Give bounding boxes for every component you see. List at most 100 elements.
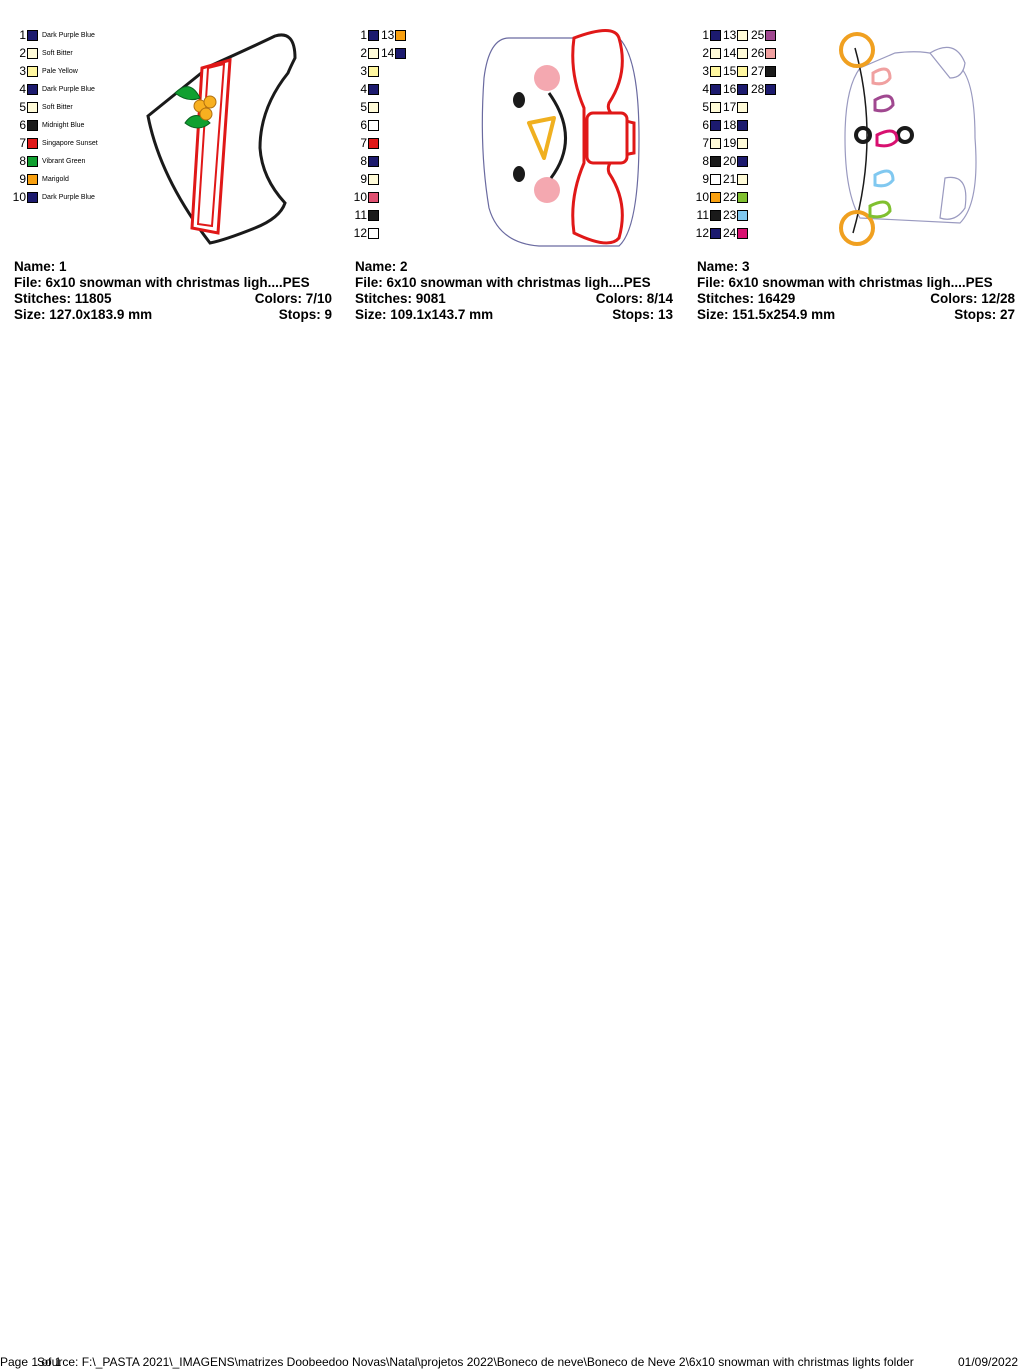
color-name: Dark Purple Blue	[42, 31, 95, 39]
color-swatch	[737, 83, 749, 95]
design-stitches: Stitches: 9081	[355, 291, 446, 306]
color-number: 19	[723, 136, 737, 150]
footer-source: Source: F:\_PASTA 2021\_IMAGENS\matrizes…	[37, 1355, 914, 1369]
color-legend-row: 2	[341, 44, 379, 62]
color-swatch	[737, 209, 749, 221]
color-number: 7	[360, 136, 367, 150]
color-swatch	[27, 47, 38, 59]
color-legend-row: 12	[341, 224, 379, 242]
color-number: 2	[19, 46, 26, 60]
color-number: 10	[695, 190, 709, 204]
color-legend-row: 4	[683, 80, 721, 98]
color-swatch	[710, 137, 721, 149]
color-swatch	[765, 29, 777, 41]
color-legend-row: 18	[723, 116, 749, 134]
color-legend-row: 9	[341, 170, 379, 188]
color-legend-row: 11	[341, 206, 379, 224]
design-info-1: Name: 1 File: 6x10 snowman with christma…	[14, 259, 332, 323]
color-swatch	[710, 209, 721, 221]
color-legend-row: 8	[683, 152, 721, 170]
color-legend-row: 11	[683, 206, 721, 224]
color-legend-row: 17	[723, 98, 749, 116]
color-number: 9	[360, 172, 367, 186]
color-number: 16	[723, 82, 737, 96]
color-number: 1	[702, 28, 709, 42]
color-swatch	[737, 227, 749, 239]
design-size: Size: 127.0x183.9 mm	[14, 307, 153, 322]
design-file: File: 6x10 snowman with christmas ligh..…	[14, 275, 310, 290]
color-legend-row: 20	[723, 152, 749, 170]
design-stops: Stops: 27	[954, 307, 1015, 322]
color-legend-row: 7	[341, 134, 379, 152]
color-name: Pale Yellow	[42, 67, 78, 75]
color-swatch	[737, 119, 749, 131]
color-number: 3	[702, 64, 709, 78]
color-number: 6	[702, 118, 709, 132]
snowman-face-design	[481, 29, 640, 247]
design-stitches: Stitches: 11805	[14, 291, 112, 306]
color-number: 7	[19, 136, 26, 150]
color-legend-row: 2	[683, 44, 721, 62]
color-number: 14	[723, 46, 737, 60]
color-swatch	[368, 119, 379, 131]
color-swatch	[368, 101, 379, 113]
color-legend-row: 16	[723, 80, 749, 98]
color-swatch	[27, 155, 38, 167]
color-swatch	[368, 227, 379, 239]
color-legend-row: 13	[723, 26, 749, 44]
color-number: 5	[702, 100, 709, 114]
color-legend-row: 19	[723, 134, 749, 152]
color-swatch	[368, 65, 379, 77]
color-swatch	[710, 47, 721, 59]
color-number: 21	[723, 172, 737, 186]
color-number: 25	[751, 28, 765, 42]
color-swatch	[710, 101, 721, 113]
design-name: Name: 2	[355, 259, 408, 274]
color-swatch	[368, 47, 379, 59]
color-swatch	[737, 173, 749, 185]
color-number: 28	[751, 82, 765, 96]
color-number: 22	[723, 190, 737, 204]
color-number: 13	[723, 28, 737, 42]
color-number: 27	[751, 64, 765, 78]
color-legend-row: 1	[683, 26, 721, 44]
color-swatch	[368, 83, 379, 95]
footer-date: 01/09/2022	[958, 1355, 1019, 1369]
color-swatch	[710, 227, 721, 239]
color-legend-row: 3	[683, 62, 721, 80]
color-swatch	[368, 191, 379, 203]
design-colors: Colors: 7/10	[254, 291, 332, 306]
color-legend-row: 5	[341, 98, 379, 116]
color-swatch	[710, 65, 721, 77]
color-number: 8	[702, 154, 709, 168]
color-swatch	[765, 65, 777, 77]
top-hat-design	[146, 33, 297, 245]
color-swatch	[710, 173, 721, 185]
color-swatch	[765, 83, 777, 95]
color-number: 6	[360, 118, 367, 132]
color-number: 4	[19, 82, 26, 96]
color-legend-row: 15	[723, 62, 749, 80]
color-swatch	[737, 191, 749, 203]
color-swatch	[710, 29, 721, 41]
color-swatch	[395, 47, 407, 59]
color-swatch	[710, 155, 721, 167]
color-legend-row: 8	[341, 152, 379, 170]
color-swatch	[737, 101, 749, 113]
color-number: 6	[19, 118, 26, 132]
color-number: 5	[19, 100, 26, 114]
color-number: 8	[360, 154, 367, 168]
color-number: 4	[702, 82, 709, 96]
color-swatch	[27, 83, 38, 95]
color-number: 12	[353, 226, 367, 240]
design-file: File: 6x10 snowman with christmas ligh..…	[697, 275, 993, 290]
color-legend-row: 13	[381, 26, 407, 44]
